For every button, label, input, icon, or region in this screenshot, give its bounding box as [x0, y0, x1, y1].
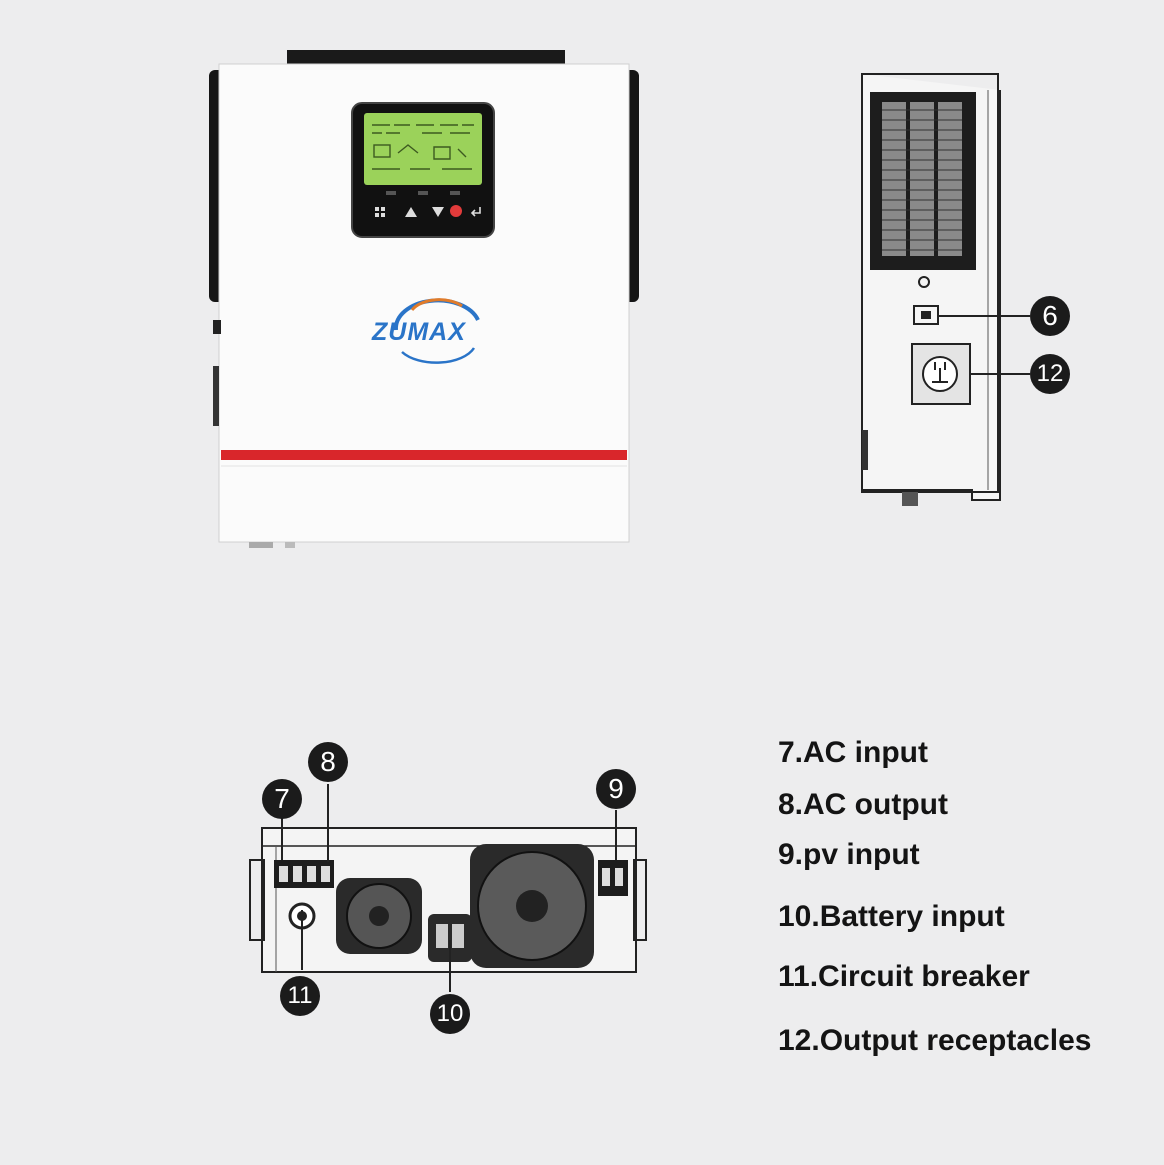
lcd-panel — [351, 102, 495, 238]
callout-leader-lines-bottom — [281, 784, 617, 992]
callout-6: 6 — [1030, 296, 1070, 336]
up-button[interactable] — [404, 205, 418, 217]
legend-item-ac-input: 7.AC input — [778, 736, 928, 769]
legend-item-battery-input: 10.Battery input — [778, 900, 1005, 933]
enter-button[interactable] — [470, 205, 482, 217]
inverter-side-view — [861, 73, 1001, 506]
callout-10: 10 — [430, 994, 470, 1034]
down-button[interactable] — [431, 205, 445, 217]
callout-12: 12 — [1030, 354, 1070, 394]
legend-item-output-receptacles: 12.Output receptacles — [778, 1024, 1092, 1057]
legend-item-ac-output: 8.AC output — [778, 788, 948, 821]
legend-item-pv-input: 9.pv input — [778, 838, 920, 871]
callout-8: 8 — [308, 742, 348, 782]
brand-logo-swoosh-icon — [393, 298, 480, 364]
legend-item-circuit-breaker: 11.Circuit breaker — [778, 960, 1030, 993]
callout-9: 9 — [596, 769, 636, 809]
callout-11: 11 — [280, 976, 320, 1016]
menu-button[interactable] — [374, 205, 386, 217]
power-button[interactable] — [449, 204, 463, 218]
callout-leader-lines-side — [938, 315, 1030, 375]
callout-7: 7 — [262, 779, 302, 819]
brand-logo: ZUMAX — [372, 318, 466, 346]
